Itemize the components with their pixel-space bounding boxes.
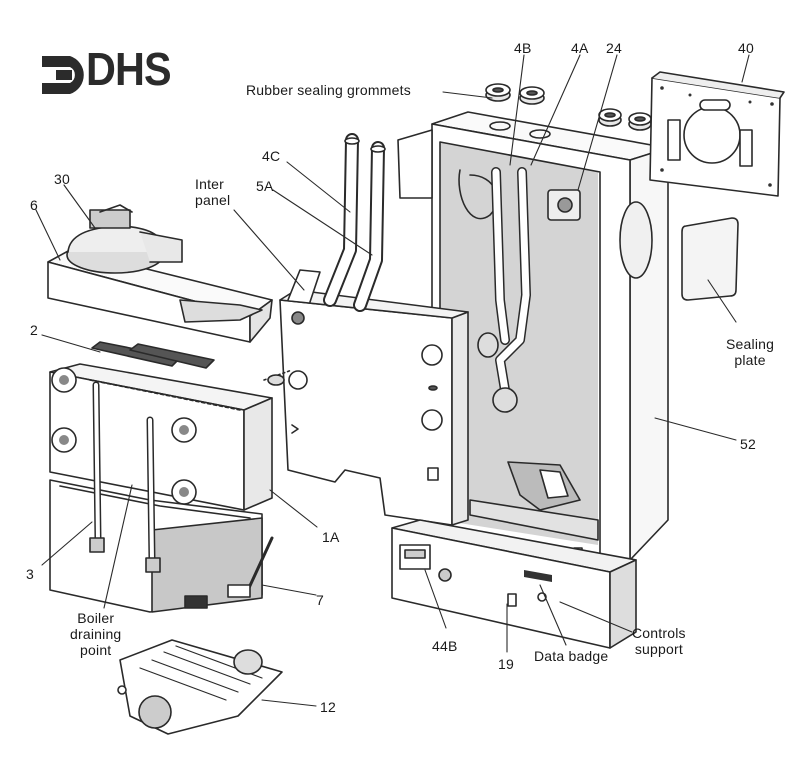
burner-12	[117, 639, 283, 735]
label-4c: 4C	[262, 148, 281, 164]
flue-baffle-2	[91, 341, 215, 369]
label-6: 6	[30, 197, 38, 213]
leader-lines	[35, 54, 750, 707]
label-3: 3	[26, 566, 34, 582]
sealing-plate	[681, 217, 739, 301]
pipes-4c-5a	[323, 133, 386, 312]
label-4a: 4A	[571, 40, 589, 56]
label-inter-panel: Inter panel	[195, 176, 231, 208]
label-12: 12	[320, 699, 336, 715]
label-24: 24	[606, 40, 622, 56]
label-boiler-draining-point: Boiler draining point	[70, 610, 122, 658]
label-data-badge: Data badge	[534, 648, 609, 664]
label-52: 52	[740, 436, 756, 452]
label-19: 19	[498, 656, 514, 672]
label-rubber-sealing-grommets: Rubber sealing grommets	[246, 82, 411, 98]
inner-components	[458, 167, 581, 511]
label-30: 30	[54, 171, 70, 187]
label-controls-support: Controls support	[632, 625, 686, 657]
label-5a: 5A	[256, 178, 274, 194]
label-7: 7	[316, 592, 324, 608]
label-1a: 1A	[322, 529, 340, 545]
fan-30	[66, 204, 183, 274]
dhs-logo-text: DHS	[86, 43, 172, 95]
label-2: 2	[30, 322, 38, 338]
label-4b: 4B	[514, 40, 532, 56]
wall-plate-40	[649, 71, 785, 197]
burner-box	[49, 381, 274, 613]
label-44b: 44B	[432, 638, 458, 654]
label-40: 40	[738, 40, 754, 56]
label-sealing-plate: Sealing plate	[726, 336, 775, 368]
dhs-logo-mark	[42, 56, 84, 94]
